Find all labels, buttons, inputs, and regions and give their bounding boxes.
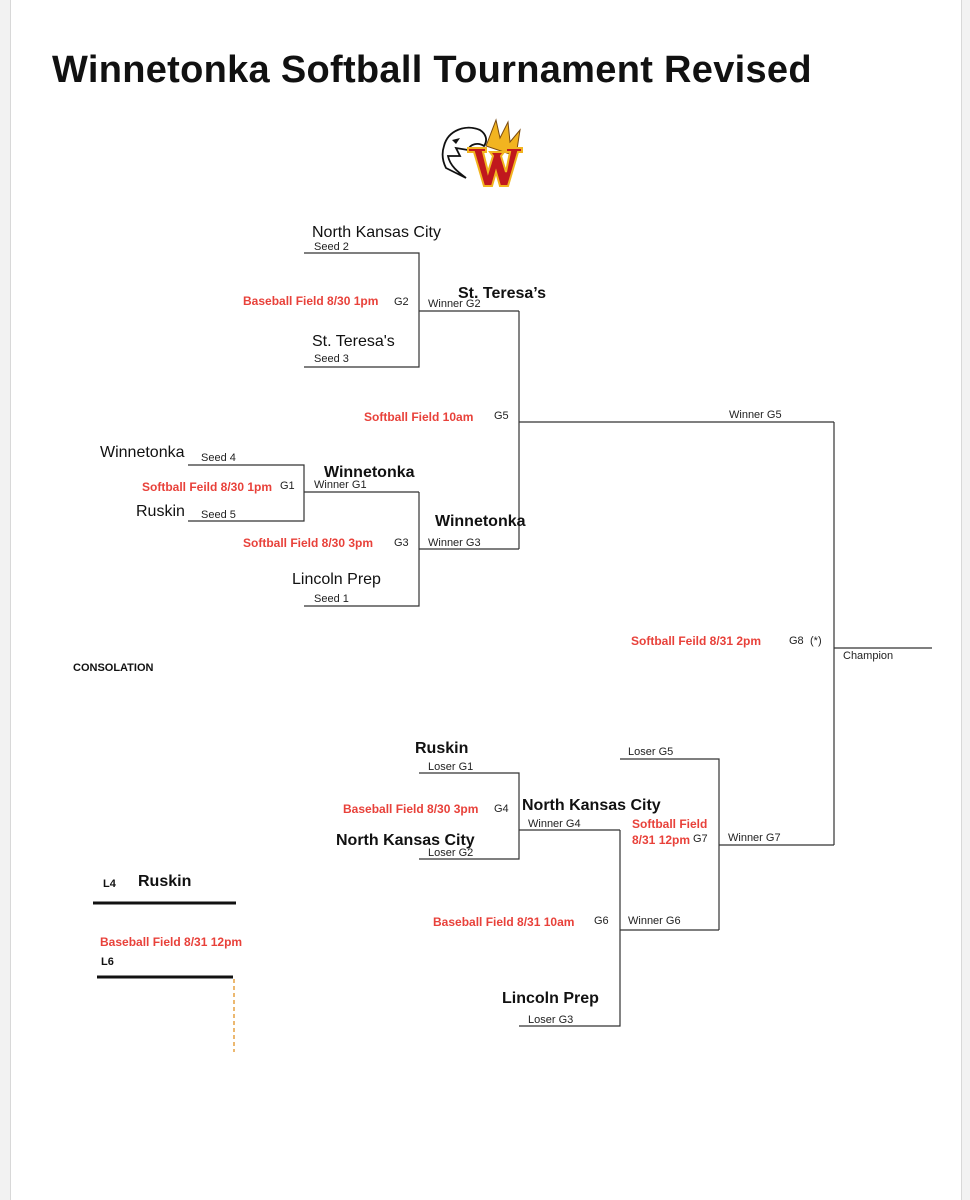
g1-game-number: G1 — [280, 480, 295, 492]
g3-game-number: G3 — [394, 537, 409, 549]
g6-winner-label: Winner G6 — [628, 915, 681, 927]
g2-team-bottom: St. Teresa's — [312, 333, 395, 350]
g4-game-number: G4 — [494, 803, 509, 815]
g4-bracket — [419, 772, 620, 860]
g4-team-bottom: North Kansas City — [336, 832, 475, 849]
g2-seed-bottom: Seed 3 — [314, 353, 349, 365]
eagle-w-logo-icon — [440, 116, 524, 196]
g4-label-top: Loser G1 — [428, 761, 474, 773]
l6-location: Baseball Field 8/31 12pm — [100, 935, 243, 949]
g7-loser-g5-label: Loser G5 — [628, 746, 674, 758]
g4-winner-label: Winner G4 — [528, 818, 581, 830]
g4-winner-name: North Kansas City — [522, 797, 661, 814]
g1-seed-bottom: Seed 5 — [201, 509, 236, 521]
g5-bracket — [518, 311, 834, 549]
g6-location: Baseball Field 8/31 10am — [433, 915, 575, 929]
g2-winner-name: St. Teresa’s — [458, 285, 547, 302]
g7-location-line1: Softball Field — [632, 817, 708, 831]
g1-winner-name: Winnetonka — [324, 464, 415, 481]
g3-location: Softball Field 8/30 3pm — [243, 536, 374, 550]
g3-seed-bottom: Seed 1 — [314, 593, 349, 605]
g7-bracket — [620, 758, 834, 930]
g4-label-bottom: Loser G2 — [428, 847, 474, 859]
l6-label: L6 — [101, 956, 114, 968]
g2-location: Baseball Field 8/30 1pm — [243, 294, 379, 308]
g4-location: Baseball Field 8/30 3pm — [343, 802, 479, 816]
g8-bracket — [833, 422, 932, 845]
g1-team-top: Winnetonka — [100, 444, 185, 461]
g7-winner-label: Winner G7 — [728, 832, 781, 844]
champion-label: Champion — [843, 650, 894, 662]
g1-seed-top: Seed 4 — [201, 452, 236, 464]
g8-location: Softball Feild 8/31 2pm — [631, 634, 762, 648]
g6-game-number: G6 — [594, 915, 609, 927]
g5-location: Softball Field 10am — [364, 410, 474, 424]
g2-team-top: North Kansas City — [312, 224, 441, 241]
g3-winner-name: Winnetonka — [435, 513, 526, 530]
l4-team: Ruskin — [138, 873, 192, 890]
page-title: Winnetonka Softball Tournament Revised — [52, 49, 812, 91]
g5-game-number: G5 — [494, 410, 509, 422]
bracket-sheet — [10, 0, 962, 1200]
g2-seed-top: Seed 2 — [314, 241, 349, 253]
g3-bracket — [304, 492, 519, 607]
g3-team-bottom: Lincoln Prep — [292, 571, 381, 588]
g1-team-bottom: Ruskin — [136, 503, 185, 520]
g8-game-number: G8 — [789, 635, 804, 647]
g2-game-number: G2 — [394, 296, 409, 308]
consolation-heading: CONSOLATION — [73, 662, 154, 674]
g6-label-bottom: Loser G3 — [528, 1014, 574, 1026]
g6-bracket — [519, 830, 719, 1027]
g7-game-number: G7 — [693, 833, 708, 845]
g7-location-line2: 8/31 12pm — [632, 833, 691, 847]
g6-team-bottom: Lincoln Prep — [502, 990, 599, 1007]
g8-note: (*) — [810, 635, 822, 647]
g1-bracket — [188, 464, 419, 522]
g2-winner-label: Winner G2 — [428, 298, 481, 310]
g3-winner-label: Winner G3 — [428, 537, 481, 549]
g4-team-top: Ruskin — [415, 740, 469, 757]
g1-location: Softball Feild 8/30 1pm — [142, 480, 273, 494]
l4-label: L4 — [103, 878, 116, 890]
g1-winner-label: Winner G1 — [314, 479, 367, 491]
g2-bracket — [304, 252, 519, 368]
g5-winner-label: Winner G5 — [729, 409, 782, 421]
